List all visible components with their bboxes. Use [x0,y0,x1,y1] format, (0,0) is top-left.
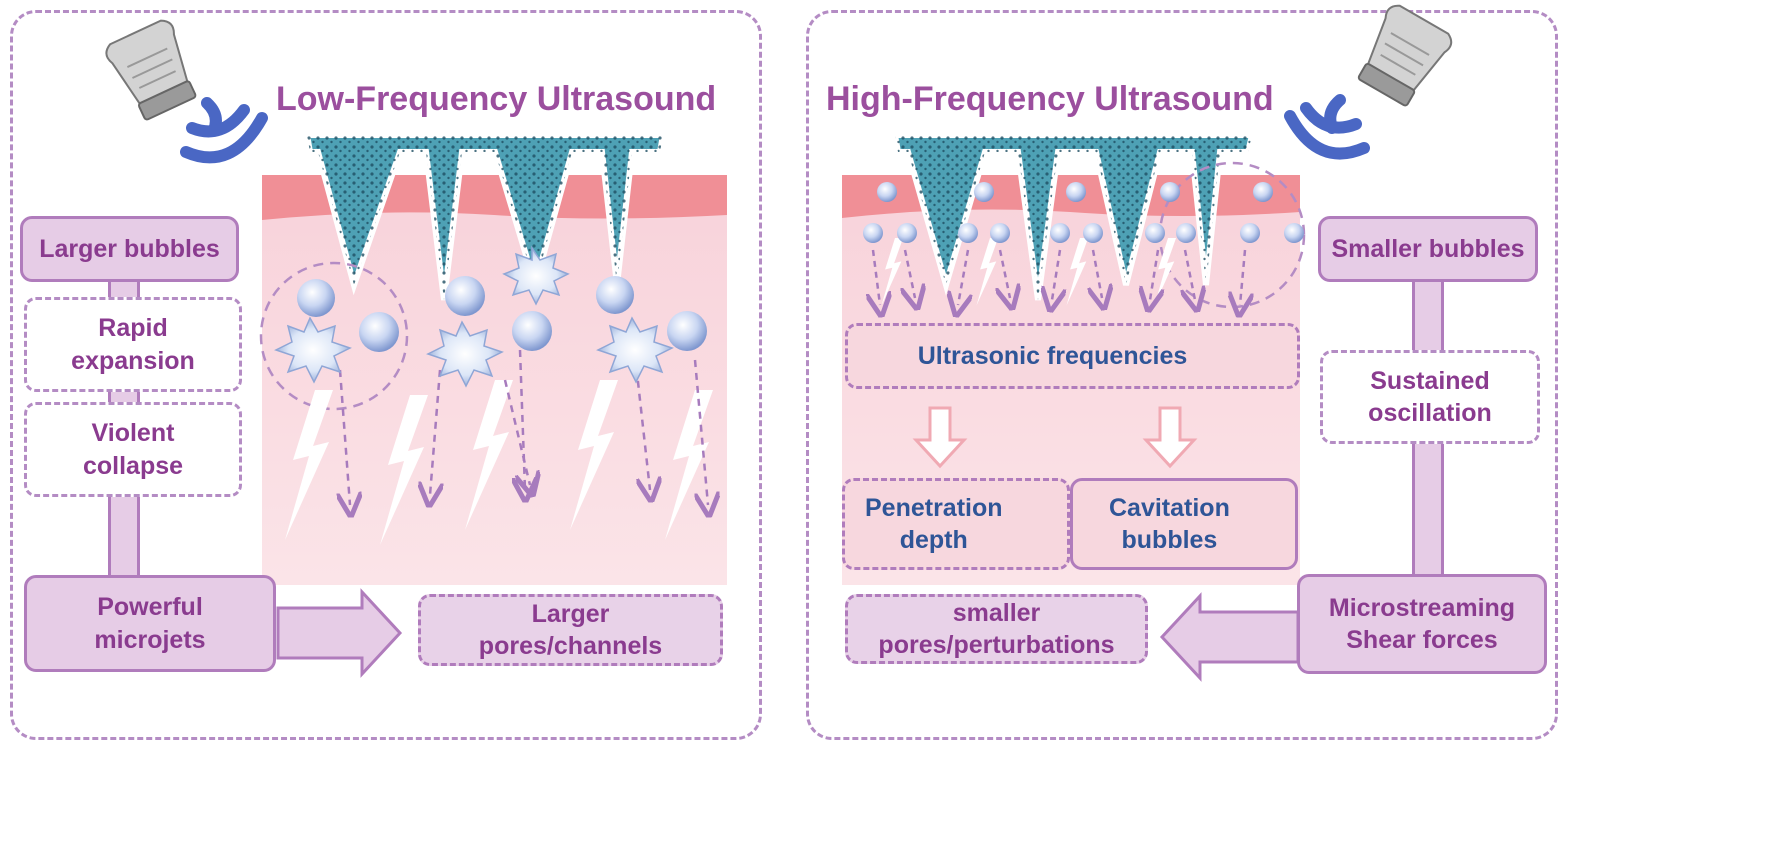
left-skin-illustration [262,175,727,585]
sustained-oscillation-label: Sustained oscillation [1368,366,1492,428]
rapid-expansion-box: Rapid expansion [24,297,242,392]
left-bubbles [297,276,707,352]
cavitation-bubbles-box: Cavitation bubbles [1070,478,1298,570]
larger-bubbles-box: Larger bubbles [20,216,239,282]
left-connector-bottom [108,497,140,575]
penetration-depth-box: Penetration depth [842,478,1070,570]
left-transducer-icon [105,19,197,121]
left-panel [10,10,762,740]
ultrasonic-frequencies-label: Ultrasonic frequencies [917,341,1188,370]
ultrasonic-frequencies-box: Ultrasonic frequencies [845,323,1300,389]
right-wave-icon [1284,94,1370,160]
cavitation-bubbles-label: Cavitation bubbles [1109,493,1230,555]
left-bursting-bubbles [274,245,674,388]
powerful-microjets-box: Powerful microjets [24,575,276,672]
left-wave-icon [180,97,268,164]
rapid-expansion-label: Rapid expansion [71,314,195,375]
left-dashed-arrows [340,349,708,505]
low-frequency-title: Low-Frequency Ultrasound [276,80,717,118]
left-connector-top [108,282,140,300]
smaller-bubbles-box: Smaller bubbles [1318,216,1538,282]
right-bubbles [863,182,1304,243]
larger-pores-label: Larger pores/channels [478,599,663,661]
violent-collapse-box: Violent collapse [24,402,242,497]
left-focus-circle [259,261,409,411]
penetration-depth-label: Penetration depth [865,493,1003,555]
left-microneedle [303,132,667,301]
smaller-pores-label: smaller pores/perturbations [878,598,1115,660]
right-connector-bottom [1412,444,1444,576]
right-transducer-icon [1357,4,1453,107]
smaller-bubbles-label: Smaller bubbles [1331,234,1525,263]
microstreaming-label: Microstreaming Shear forces [1328,593,1516,655]
high-frequency-title: High-Frequency Ultrasound [826,80,1274,118]
right-hollow-down-arrows [912,406,1198,469]
smaller-pores-box: smaller pores/perturbations [845,594,1148,664]
powerful-microjets-label: Powerful microjets [94,593,206,654]
microstreaming-box: Microstreaming Shear forces [1297,574,1547,674]
right-big-arrow [1159,592,1300,682]
left-big-arrow [276,588,403,678]
left-connector-mid [108,392,140,402]
right-microneedle [891,132,1256,301]
right-connector-top [1412,282,1444,352]
larger-bubbles-label: Larger bubbles [39,234,220,263]
sustained-oscillation-box: Sustained oscillation [1320,350,1540,444]
larger-pores-box: Larger pores/channels [418,594,723,666]
right-panel [806,10,1558,740]
violent-collapse-label: Violent collapse [82,419,184,480]
right-dashed-arrows [873,249,1245,305]
